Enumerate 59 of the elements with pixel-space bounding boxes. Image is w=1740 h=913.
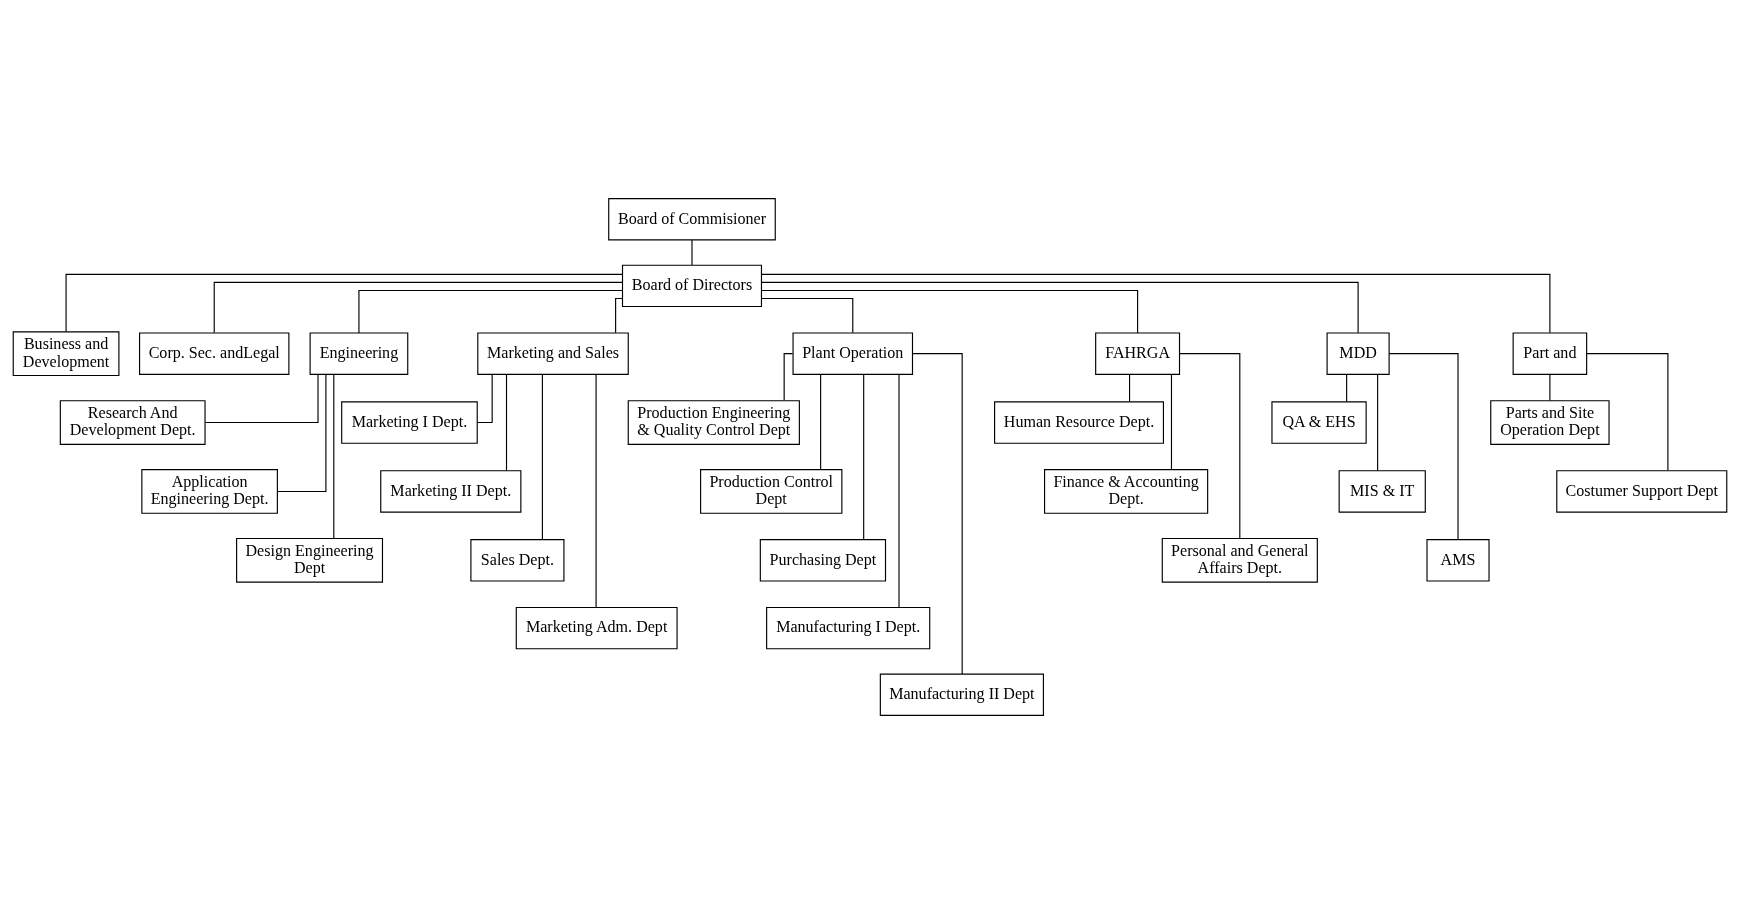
node-box: Board of Directors bbox=[621, 264, 763, 307]
connector bbox=[820, 373, 822, 470]
connector bbox=[863, 373, 865, 540]
connector bbox=[691, 238, 693, 266]
node-box: Corp. Sec. andLegal bbox=[139, 331, 290, 375]
node-box: Production Control Dept bbox=[700, 468, 843, 514]
node-box: MDD bbox=[1326, 331, 1390, 375]
node-box: Manufacturing I Dept. bbox=[766, 606, 931, 649]
connector bbox=[541, 373, 543, 540]
connector bbox=[1377, 373, 1379, 471]
connector bbox=[783, 352, 794, 401]
node-box: Marketing II Dept. bbox=[380, 469, 522, 513]
node-box: Production Engineering & Quality Control Dept bbox=[627, 399, 800, 445]
node-box: Board of Commisioner bbox=[608, 197, 776, 240]
node-box: MIS & IT bbox=[1338, 469, 1426, 513]
connector bbox=[761, 289, 1139, 334]
node-box: Business and Development bbox=[12, 330, 120, 376]
connector bbox=[615, 297, 623, 333]
node-box: Parts and Site Operation Dept bbox=[1490, 399, 1610, 445]
node-box: Design Engineering Dept bbox=[236, 537, 384, 583]
connector bbox=[1346, 373, 1348, 402]
node-box: AMS bbox=[1426, 538, 1490, 582]
node-box: Manufacturing II Dept bbox=[879, 673, 1044, 716]
connector bbox=[761, 281, 1359, 333]
connector bbox=[476, 373, 493, 423]
connector bbox=[358, 289, 623, 334]
connector bbox=[1170, 373, 1173, 470]
node-box: Marketing and Sales bbox=[477, 331, 629, 375]
node-box: Marketing I Dept. bbox=[341, 400, 478, 444]
node-box: FAHRGA bbox=[1095, 331, 1181, 375]
node-box: Part and bbox=[1512, 331, 1588, 375]
connector bbox=[1549, 373, 1551, 401]
node-box: Finance & Accounting Dept. bbox=[1044, 468, 1209, 514]
node-box: Marketing Adm. Dept bbox=[515, 606, 678, 649]
node-box: QA & EHS bbox=[1271, 400, 1367, 444]
node-box: Application Engineering Dept. bbox=[141, 468, 278, 514]
connector bbox=[1179, 352, 1241, 539]
connector bbox=[761, 273, 1551, 333]
node-box: Engineering bbox=[309, 331, 409, 375]
node-box: Purchasing Dept bbox=[759, 538, 887, 582]
node-box: Plant Operation bbox=[792, 331, 914, 375]
connector bbox=[213, 281, 623, 333]
connector bbox=[204, 373, 319, 423]
node-box: Sales Dept. bbox=[470, 538, 565, 582]
node-box: Research And Development Dept. bbox=[59, 399, 206, 445]
connector bbox=[1388, 352, 1459, 540]
connector bbox=[333, 373, 335, 539]
connector bbox=[595, 373, 597, 608]
connector bbox=[761, 297, 854, 333]
connector bbox=[505, 373, 508, 471]
connector bbox=[65, 273, 623, 332]
connector bbox=[1128, 373, 1131, 402]
connector bbox=[277, 373, 327, 492]
connector bbox=[898, 373, 900, 608]
node-box: Costumer Support Dept bbox=[1556, 469, 1728, 513]
connector bbox=[1586, 352, 1669, 471]
node-box: Human Resource Dept. bbox=[994, 400, 1164, 444]
node-box: Personal and General Affairs Dept. bbox=[1161, 537, 1318, 583]
connector bbox=[912, 352, 963, 674]
